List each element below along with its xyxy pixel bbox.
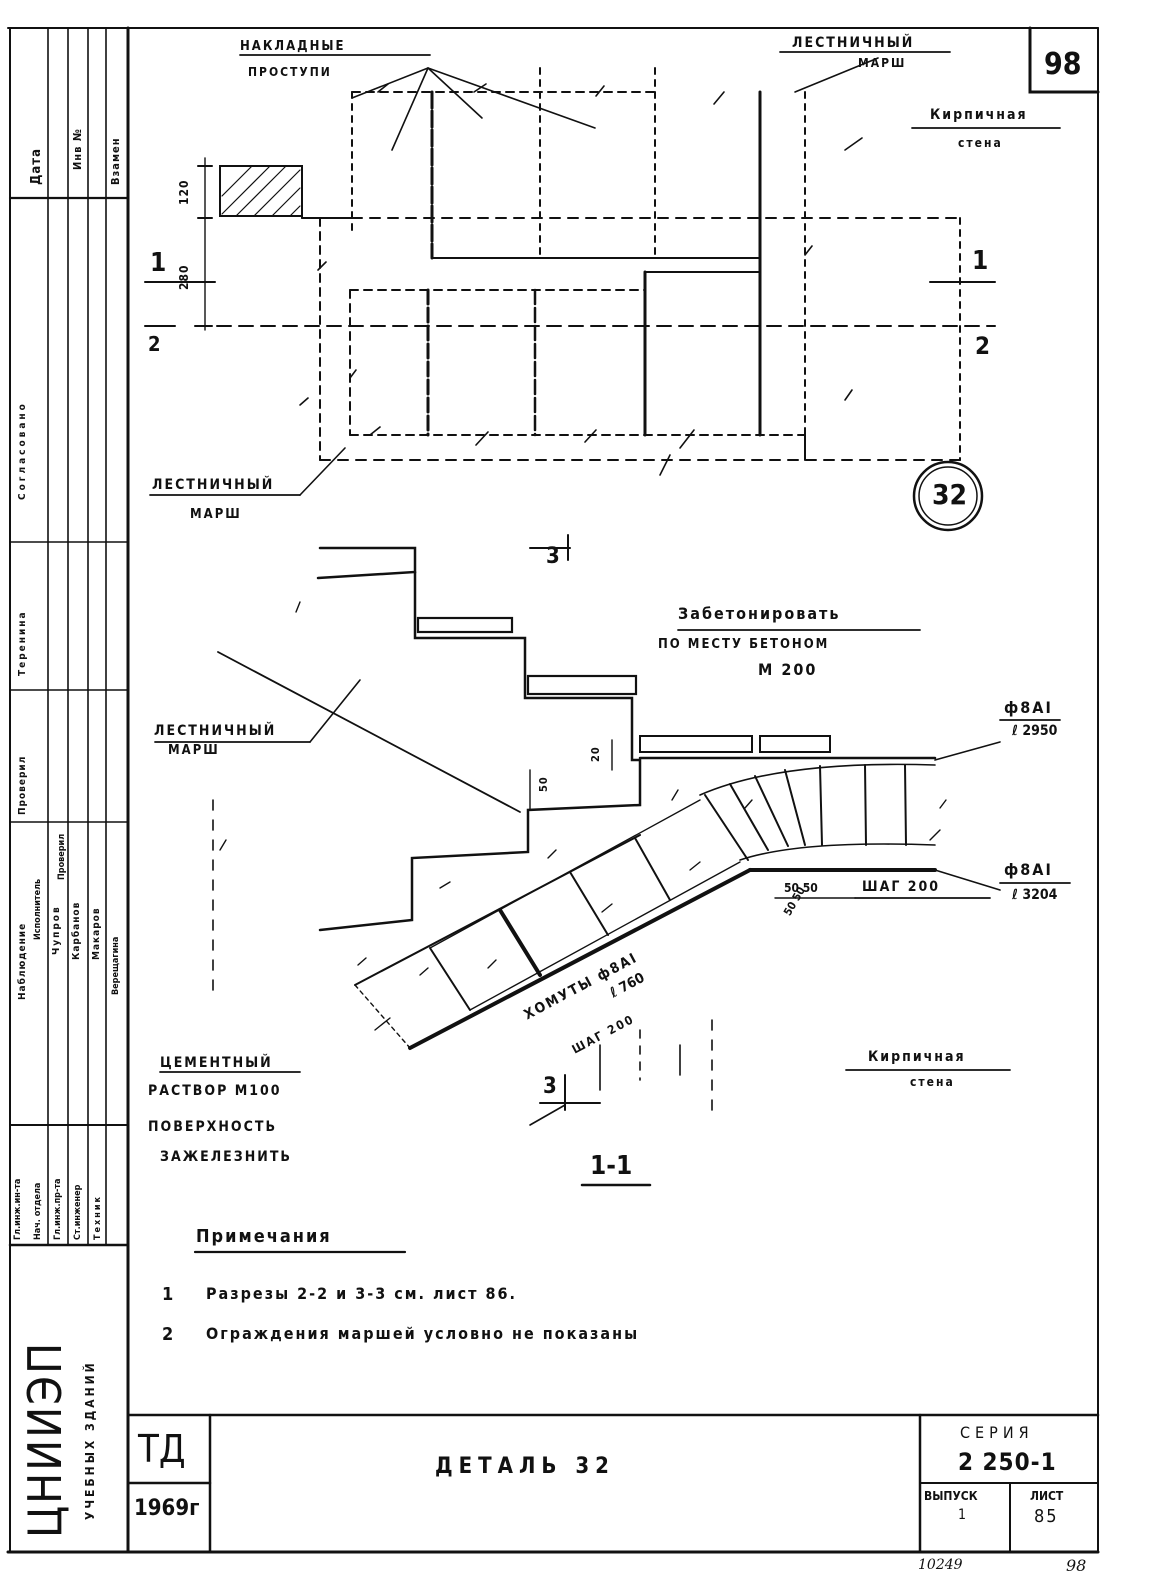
rebar-top-1: ф8АI (1004, 698, 1053, 717)
stamp-role-2: Нач. отдела (33, 1182, 43, 1240)
stamp-header-inv: Инв № (71, 128, 84, 170)
note-2-num: 2 (162, 1324, 176, 1345)
title-block-grid (126, 1413, 1100, 1554)
label-concrete-1: Забетонировать (678, 604, 841, 623)
notes-heading: Примечания (196, 1226, 332, 1247)
rebar-bottom-2: ℓ 3204 (1012, 887, 1058, 903)
label-stair-flight-top-2: МАРШ (858, 56, 907, 70)
sheet-frame (6, 26, 1100, 1554)
dim-120: 120 (177, 179, 191, 205)
issue-label: ВЫПУСК (924, 1489, 978, 1503)
series-value: 2 250-1 (958, 1448, 1057, 1476)
org-code: ТД (138, 1427, 186, 1471)
stamp-header-replace: Взамен (109, 137, 122, 185)
issue-value: 1 (958, 1507, 969, 1523)
institute-sub: УЧЕБНЫХ ЗДАНИЙ (83, 1360, 97, 1520)
stamp-role-5: Техник (93, 1194, 103, 1240)
stamp-approved: Согласовано (17, 401, 28, 500)
sheet-number-top: 98 (1044, 47, 1082, 82)
detail-number: 32 (932, 478, 968, 511)
label-stair-flight-left-1: ЛЕСТНИЧНЫЙ (152, 477, 275, 493)
label-stair-flight-left-2: МАРШ (190, 507, 242, 522)
dim-20: 20 (589, 746, 602, 762)
footer-right: 98 (1066, 1556, 1087, 1575)
stamp-supervision: Наблюдение (17, 922, 28, 1000)
stamp-name-2: Карбанов (71, 901, 82, 960)
cut-2-right: 2 (975, 332, 993, 360)
dim-50: 50 (537, 776, 550, 792)
stamp-col-checked: Проверил (57, 833, 67, 880)
stamp-role-3: Гл.инж.пр-та (53, 1178, 63, 1240)
label-brick-wall-section-1: Кирпичная (868, 1049, 966, 1065)
label-brick-wall-plan-1: Кирпичная (930, 107, 1028, 123)
label-stair-flight-section-1: ЛЕСТНИЧНЫЙ (154, 723, 277, 739)
plan-view (144, 51, 1061, 549)
label-cement-1: ЦЕМЕНТНЫЙ (160, 1055, 273, 1071)
label-brick-wall-plan-2: стена (958, 136, 1003, 150)
dim-280: 280 (177, 264, 191, 290)
label-overlay-treads-1: НАКЛАДНЫЕ (240, 39, 346, 54)
section-view (154, 534, 1071, 1187)
label-concrete-2: ПО МЕСТУ БЕТОНОМ (658, 637, 830, 652)
label-brick-wall-section-2: стена (910, 1075, 955, 1089)
label-cement-3: ПОВЕРХНОСТЬ (148, 1119, 278, 1135)
cut-1-right: 1 (972, 246, 991, 276)
dim-50-50-a: 50 50 (784, 881, 818, 895)
label-cement-2: РАСТВОР М100 (148, 1083, 282, 1099)
label-cement-4: ЗАЖЕЛЕЗНИТЬ (160, 1149, 293, 1165)
side-stamp-grid (8, 27, 130, 1247)
stamp-name-1: Чупров (51, 905, 62, 955)
step-label: ШАГ 200 (862, 879, 941, 895)
rebar-top-2: ℓ 2950 (1012, 723, 1058, 739)
label-overlay-treads-2: ПРОСТУПИ (248, 65, 332, 79)
note-1-text: Разрезы 2-2 и 3-3 см. лист 86. (206, 1284, 517, 1303)
cut-3-bottom: 3 (543, 1074, 559, 1099)
stamp-col-executor: Исполнитель (33, 878, 43, 940)
institute-name: ЦНИИЭП (18, 1340, 72, 1538)
stamp-header-date: Дата (29, 148, 44, 185)
stamp-terenina: Теренина (17, 610, 28, 676)
cut-2-left: 2 (148, 332, 163, 356)
year: 1969г (134, 1496, 200, 1521)
detail-circle (912, 460, 984, 532)
cut-1-left: 1 (150, 248, 169, 278)
section-title: 1-1 (590, 1151, 633, 1181)
note-1-num: 1 (162, 1284, 176, 1305)
cut-3-top: 3 (546, 544, 562, 569)
stamp-role-4: Ст.инженер (73, 1184, 83, 1240)
series-label: СЕРИЯ (960, 1423, 1034, 1442)
sheet-value: 85 (1034, 1506, 1059, 1527)
note-2-text: Ограждения маршей условно не показаны (206, 1324, 640, 1343)
drawing-title: ДЕТАЛЬ 32 (435, 1454, 615, 1479)
footer-left: 10249 (918, 1557, 963, 1573)
label-stair-flight-section-2: МАРШ (168, 743, 220, 758)
label-concrete-3: М 200 (758, 660, 818, 679)
stamp-checked: Проверил (17, 755, 28, 815)
sheet-label: ЛИСТ (1030, 1489, 1064, 1503)
rebar-bottom-1: ф8АI (1004, 860, 1053, 879)
stamp-name-4: Верещагина (111, 936, 121, 995)
stamp-name-3: Макаров (91, 907, 102, 960)
stamp-role-1: Гл.инж.ин-та (13, 1178, 23, 1240)
label-stair-flight-top-1: ЛЕСТНИЧНЫЙ (792, 35, 915, 51)
